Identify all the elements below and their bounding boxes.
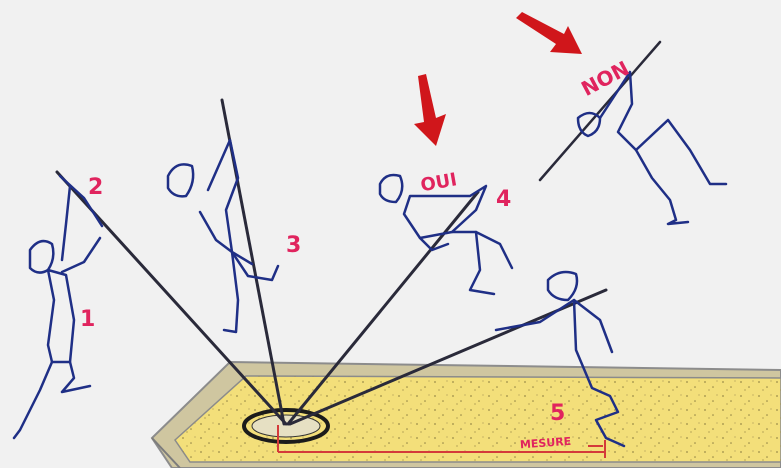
vaulter-figure-1 — [14, 238, 100, 438]
figure-4-label: 4 — [496, 187, 511, 212]
down-right-arrow-icon — [516, 12, 582, 54]
figure-2-label: 2 — [88, 175, 103, 200]
figure-1-label: 1 — [80, 307, 95, 332]
figure-3-label: 3 — [286, 233, 301, 258]
oui-label: OUI — [419, 169, 459, 196]
vaulter-figure-non — [578, 72, 726, 224]
figure-5-label: 5 — [550, 401, 565, 426]
vaulter-figure-4 — [380, 175, 512, 294]
non-label: NON — [577, 56, 633, 101]
down-arrow-icon — [414, 74, 446, 146]
